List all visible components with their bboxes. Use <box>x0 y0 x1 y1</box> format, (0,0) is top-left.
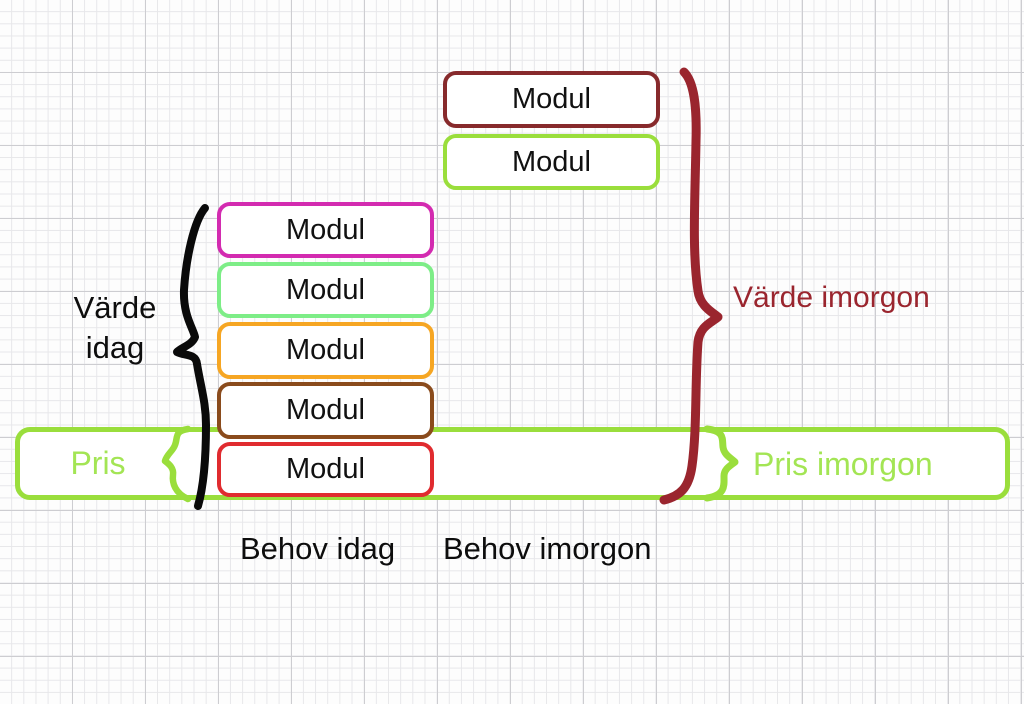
module-box: Modul <box>217 382 434 439</box>
behov-idag-label: Behov idag <box>240 531 396 566</box>
pris-brace <box>161 425 192 503</box>
module-label: Modul <box>512 83 591 115</box>
module-box: Modul <box>217 202 434 258</box>
varde-imorgon-label: Värde imorgon <box>733 281 930 314</box>
varde-idag-label: Värde idag <box>73 290 157 365</box>
pris-imorgon-brace <box>703 425 739 502</box>
module-label: Modul <box>286 213 365 246</box>
module-label: Modul <box>286 334 365 366</box>
module-box: Modul <box>217 442 434 497</box>
module-label: Modul <box>286 453 365 485</box>
module-label: Modul <box>286 394 365 426</box>
varde-imorgon-brace <box>659 67 723 505</box>
behov-imorgon-label: Behov imorgon <box>443 531 652 566</box>
price-band <box>15 427 1010 500</box>
pris-imorgon-label: Pris imorgon <box>753 446 933 482</box>
module-box: Modul <box>217 322 434 379</box>
module-box: Modul <box>443 134 660 190</box>
module-box: Modul <box>443 71 660 128</box>
module-box: Modul <box>217 262 434 318</box>
module-label: Modul <box>286 273 365 306</box>
pris-label: Pris <box>70 445 126 481</box>
module-label: Modul <box>512 145 591 178</box>
varde-idag-brace <box>173 204 210 510</box>
